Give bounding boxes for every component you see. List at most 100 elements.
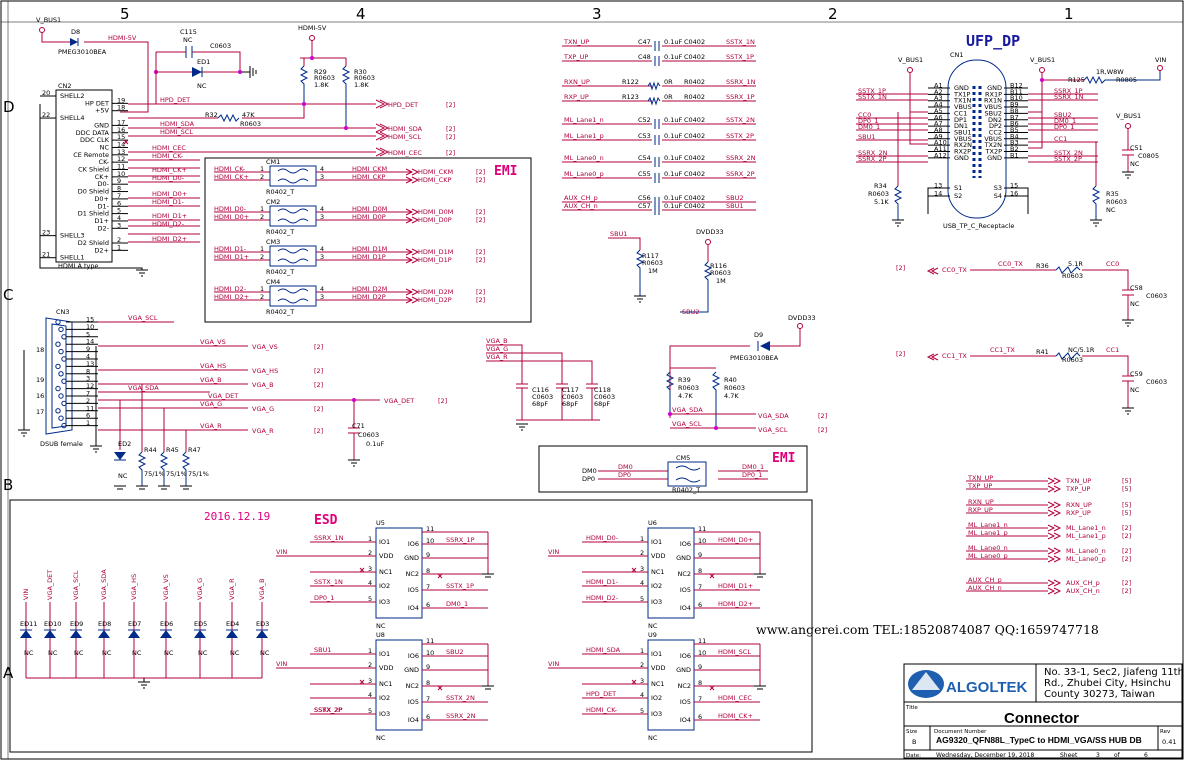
hdmi-pin-name: SHELL1 [60,254,85,262]
company-address-2: Rd., Zhubei City, Hsinchu [1044,678,1171,689]
hdmi-pin-number: 10 [117,170,125,178]
cm-ref-1: [2] [476,208,485,216]
c116-ref: C116 [532,386,549,394]
r35-pkg: R0603 [1106,198,1127,206]
date-value: Wednesday, December 19, 2018 [936,752,1034,759]
net-hdmi-sda: HDMI_SDA [160,120,195,128]
cm-offpage-1: HDMI_D0M [418,208,453,216]
offpage-right-net: RXN_UP [1066,501,1092,509]
ref-vga-g: [2] [314,405,323,413]
esd-diode-net: VGA_SCL [72,570,80,600]
r116-val: 1M [716,277,726,285]
rev-label: Rev [1160,729,1171,735]
wire-vbus-right [1028,73,1084,149]
esd-ic-left-pin-name: IO3 [651,598,662,606]
cm-body [269,285,317,307]
hdmi-nets: HPD_DET HDMI_SDA HDMI_SCL HDMI_CEC [2] [… [39,96,455,277]
esd-ic-right-pin-num: 10 [426,649,434,657]
r34-ref: R34 [874,182,887,190]
usbc-right-pin-name: TX2N [984,141,1003,149]
offpage-sheet-ref: [5] [1122,501,1131,509]
r116-pkg: R0603 [710,269,731,277]
offpage-sheet-ref: [2] [1122,524,1131,532]
usbc-vbus-right: V_BUS1 [1030,56,1055,64]
hdmi-connector-type: HDMI A type [58,262,99,270]
cap-left-net: AUX_CH_p [564,194,598,202]
usbc-right-pin-name: S3 [994,184,1002,192]
cm-ref-2: [2] [476,216,485,224]
offpage-vga-sda: VGA_SDA [758,412,789,420]
esd-ic-left-pin-name: IO3 [379,598,390,606]
cm-offpage-arrow [405,248,420,264]
cc1-tx-a: CC1_TX [942,352,967,360]
offpage-sheet-ref: [2] [1122,579,1131,587]
cap-c115-nc: NC [183,36,193,44]
dvdd-port-2 [797,323,803,329]
wire-cc1 [970,355,1129,376]
esd-ic-body [375,527,423,619]
net-vga-scl: VGA_SCL [128,314,158,322]
esd-ic-nc: NC [648,622,658,630]
vga-pin-number: 7 [86,390,90,398]
esd-ic-body [647,639,695,731]
sheet-number: 3 [1096,752,1100,759]
cm5-in1: DM0 [582,467,597,475]
offpage-arrow [1047,509,1062,517]
usbc-left-pin-name: VBUS [954,103,972,111]
usbc-right-pin-number: B2 [1010,145,1019,153]
hdmi-pin-name: CK Shield [78,166,109,174]
offpage-sda-ref: [2] [446,125,455,133]
wire-hdmi-top [128,103,150,113]
cm-offpage-2: HDMI_CKP [418,176,451,184]
net-hdmi-d1-n: HDMI_D1- [152,198,185,206]
offpage-cec-ref: [2] [446,149,455,157]
hdmi-pin-name: DDC DATA [76,129,110,137]
esd-ic-left-pin-name: IO1 [651,538,662,546]
offpage-right-net: ML_Lane1_n [1066,524,1106,532]
vga-pin-contact [55,385,61,392]
cm-wires [214,291,412,301]
emi-box-usb: EMI DM0 DP0 DM0 DP0 CM5 R0402_T DM0_1 DP… [538,445,808,494]
c59-ref: C59 [1130,370,1143,378]
cap-c58 [1122,289,1134,320]
esd-ic-right-pin-name: IO4 [408,604,419,612]
cm-pin-4: 4 [320,165,324,173]
cm-ref: CM1 [266,158,280,166]
c51-nc: NC [1130,160,1140,168]
esd-ic-ground [754,685,766,690]
hdmi-pin-name: D0- [98,180,110,188]
offpage-sheet-ref: [5] [1122,477,1131,485]
esd-ic-right-net: SSTX_1P [446,582,474,590]
esd-ic-right-pin-num: 6 [698,713,702,721]
vga-pin-contact [58,326,64,333]
usbc-right-pin-number: B8 [1010,107,1019,115]
esd-ic-left-pin-num: 2 [368,549,372,557]
c117-pkg: C0603 [562,393,583,401]
vin-port-r125 [1157,65,1163,71]
cm-package: R0402_T [266,308,294,316]
esd-ed2-symbol [114,452,126,460]
usbc-left-pin-name: GND [954,154,969,162]
offpage-scl-ref: [2] [446,133,455,141]
cc-section: [2] CC0_TX CC0_TX R36 5.1R R0603 CC0 C58… [896,260,1167,415]
offpage-sheet-ref: [2] [1122,547,1131,555]
offpage-sheet-ref: [5] [1122,485,1131,493]
r47-val: 75/1% [188,470,209,478]
vga-pin-number: 15 [86,316,94,324]
cap-package: R0402 [684,78,705,86]
cap-left-net: RXP_UP [564,93,589,101]
r35-ref: R35 [1106,190,1119,198]
usbc-left-net: SSRX_2P [858,155,887,163]
esd-ic-left-pin-name: IO1 [379,650,390,658]
c71-val: 0.1uF [366,440,384,448]
esd-ic-right-pin-num: 9 [426,551,430,559]
esd-ic-right-pin-num: 7 [698,583,702,591]
cap-package: C0402 [684,154,705,162]
diode-d9-symbol [760,341,770,351]
cm-body [269,245,317,267]
usbc-right-pin-number: B7 [1010,113,1019,121]
cm-input-1: HDMI_CK- [214,165,246,173]
